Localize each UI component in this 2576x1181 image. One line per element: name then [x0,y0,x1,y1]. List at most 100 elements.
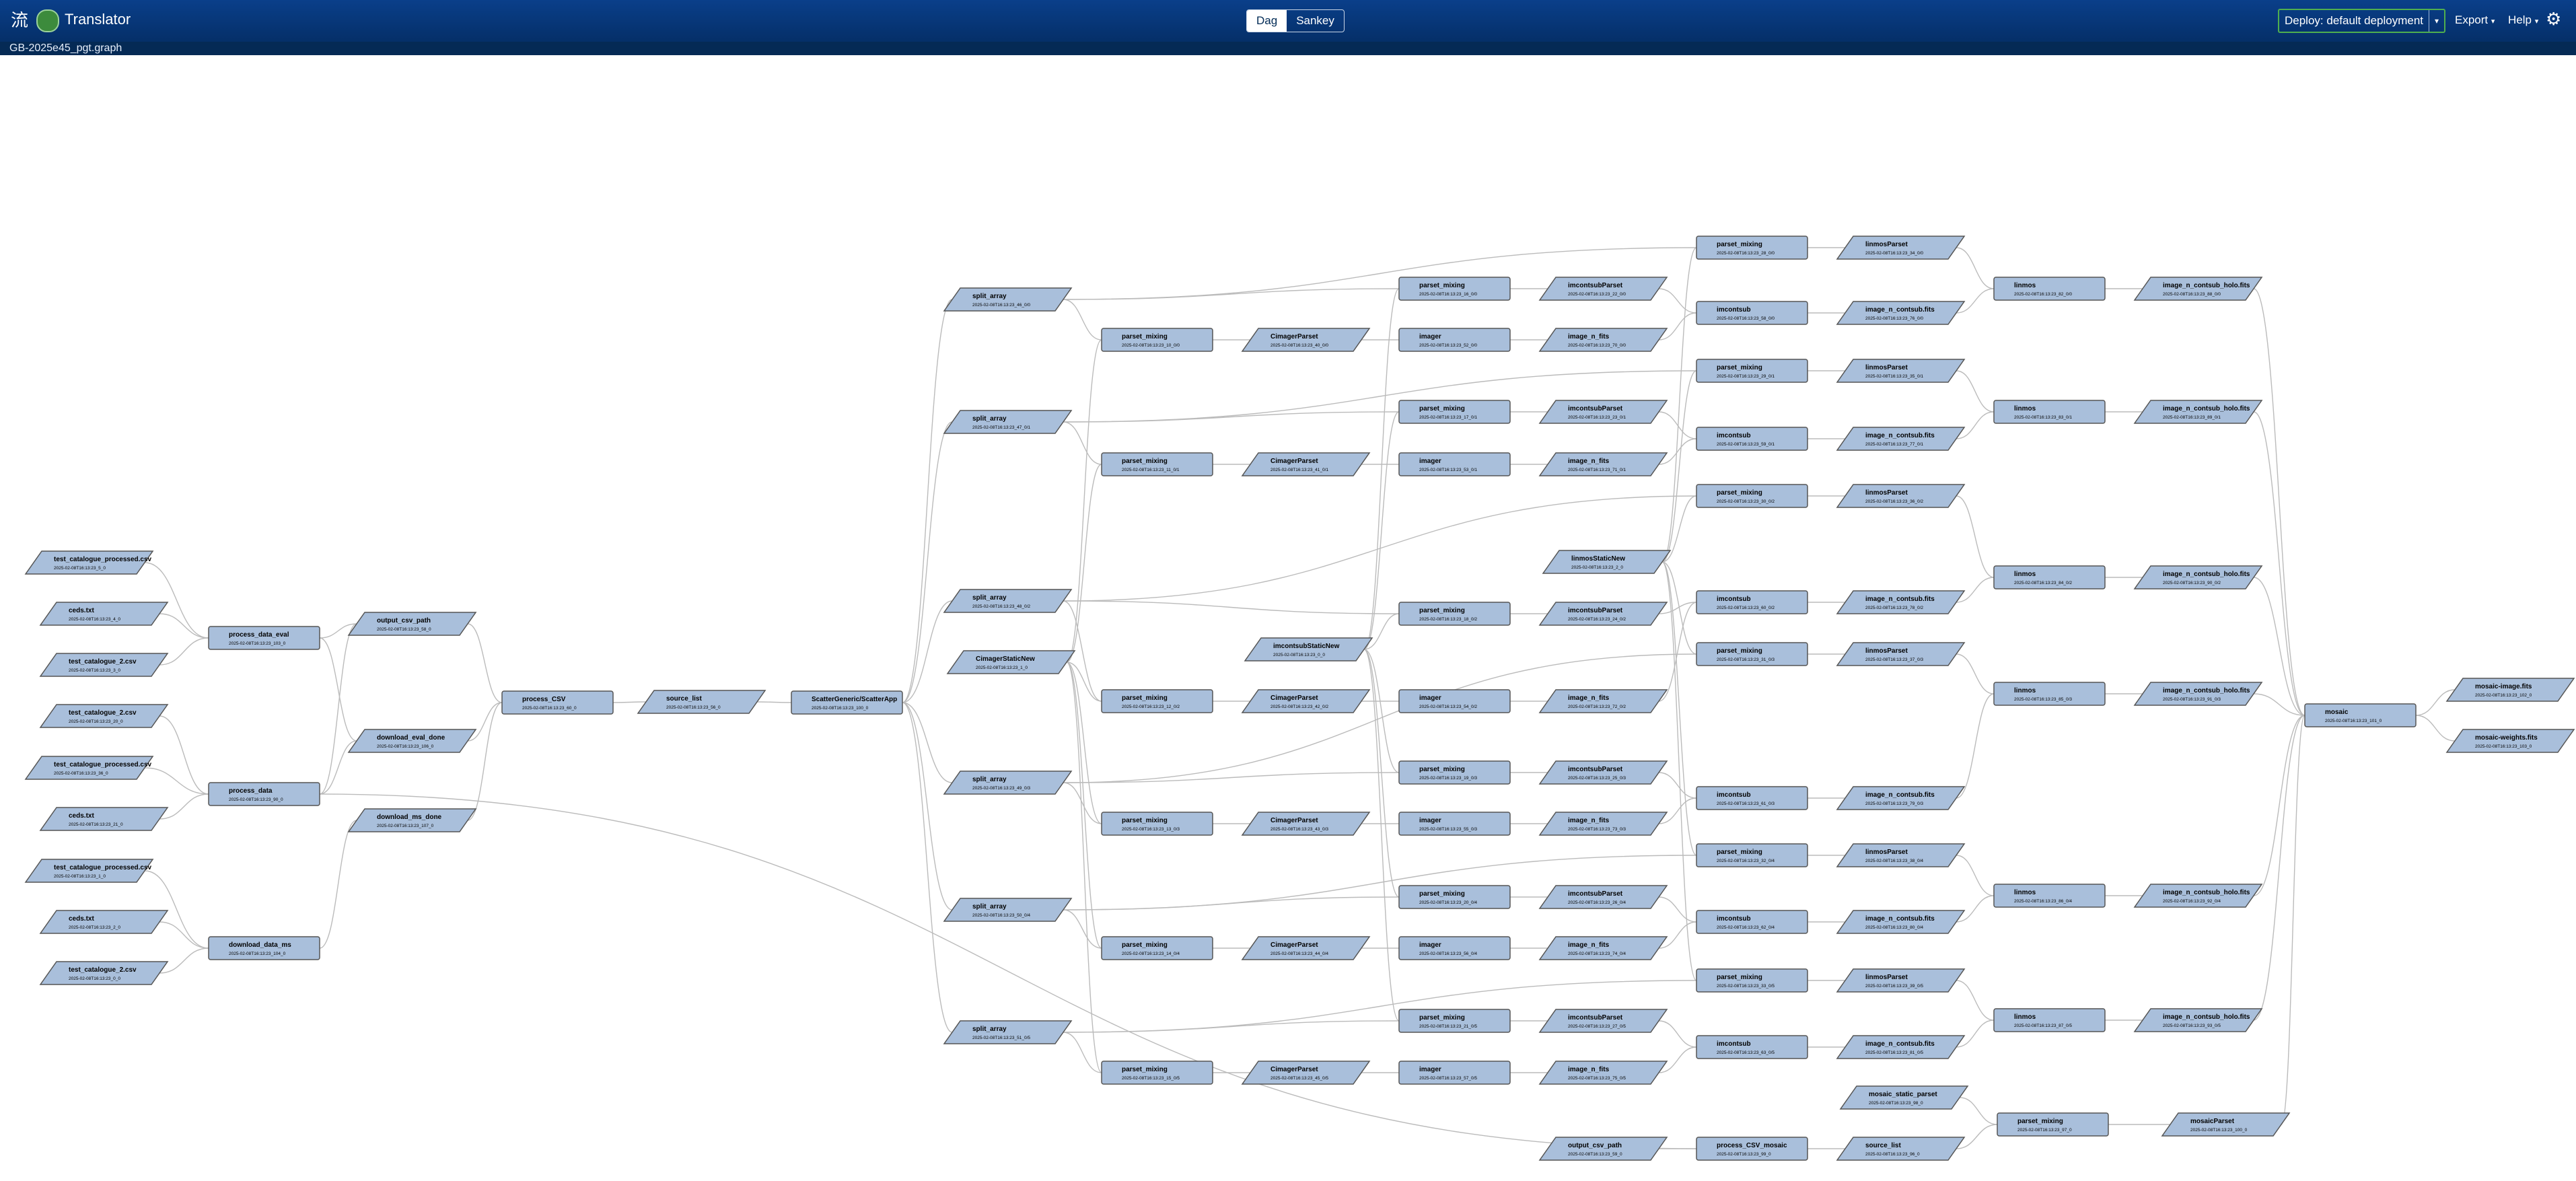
data-node[interactable]: download_eval_done2025-02-08T16:13:23_10… [347,729,477,753]
sankey-view-button[interactable]: Sankey [1296,14,1334,27]
data-node[interactable]: test_catalogue_processed.csv2025-02-08T1… [24,756,154,780]
data-node[interactable]: image_n_contsub.fits2025-02-08T16:13:23_… [1836,910,1966,934]
data-node[interactable]: image_n_contsub_holo.fits2025-02-08T16:1… [2133,884,2263,908]
data-node[interactable]: image_n_contsub.fits2025-02-08T16:13:23_… [1836,786,1966,810]
data-node[interactable]: image_n_contsub.fits2025-02-08T16:13:23_… [1836,1035,1966,1059]
help-label[interactable]: Help [2508,13,2532,26]
data-node[interactable]: mosaic-image.fits2025-02-08T16:13:23_102… [2445,678,2575,702]
data-node[interactable]: test_catalogue_2.csv2025-02-08T16:13:23_… [39,704,169,728]
app-node[interactable]: process_data_eval2025-02-08T16:13:23_103… [208,626,320,650]
gear-icon[interactable]: ⚙ [2546,9,2562,30]
data-node[interactable]: imcontsubParset2025-02-08T16:13:23_27_0/… [1538,1009,1668,1033]
deploy-button[interactable]: Deploy: default deployment ▾ [2278,9,2446,33]
data-node[interactable]: imcontsubStaticNew2025-02-08T16:13:23_0_… [1244,637,1373,661]
export-label[interactable]: Export [2455,13,2489,26]
data-node[interactable]: test_catalogue_processed.csv2025-02-08T1… [24,550,154,575]
data-node[interactable]: image_n_contsub_holo.fits2025-02-08T16:1… [2133,565,2263,589]
data-node[interactable]: imcontsubParset2025-02-08T16:13:23_26_0/… [1538,885,1668,909]
chevron-down-icon[interactable]: ▾ [2429,10,2444,32]
data-node[interactable]: imcontsubParset2025-02-08T16:13:23_25_0/… [1538,760,1668,785]
data-node[interactable]: imcontsubParset2025-02-08T16:13:23_22_0/… [1538,277,1668,301]
data-node[interactable]: mosaic_static_parset2025-02-08T16:13:23_… [1839,1085,1969,1110]
data-node[interactable]: image_n_contsub_holo.fits2025-02-08T16:1… [2133,1008,2263,1032]
dag-view-button[interactable]: Dag [1247,10,1287,32]
data-node[interactable]: test_catalogue_processed.csv2025-02-08T1… [24,859,154,883]
data-node[interactable]: imcontsubParset2025-02-08T16:13:23_24_0/… [1538,602,1668,626]
dag-graph-canvas[interactable]: test_catalogue_processed.csv2025-02-08T1… [0,55,2576,1181]
data-node[interactable]: image_n_contsub_holo.fits2025-02-08T16:1… [2133,277,2263,301]
data-node[interactable]: mosaic-weights.fits2025-02-08T16:13:23_1… [2445,729,2575,753]
data-node[interactable]: image_n_contsub_holo.fits2025-02-08T16:1… [2133,682,2263,706]
help-menu[interactable]: Help ▾ [2508,13,2538,27]
data-node[interactable]: image_n_contsub.fits2025-02-08T16:13:23_… [1836,427,1966,451]
app-node[interactable]: process_CSV_mosaic2025-02-08T16:13:23_99… [1696,1137,1808,1161]
data-node[interactable]: imcontsubParset2025-02-08T16:13:23_23_0/… [1538,400,1668,424]
app-node[interactable]: download_data_ms2025-02-08T16:13:23_104_… [208,936,320,960]
app-node[interactable]: ScatterGeneric/ScatterApp2025-02-08T16:1… [791,690,903,715]
